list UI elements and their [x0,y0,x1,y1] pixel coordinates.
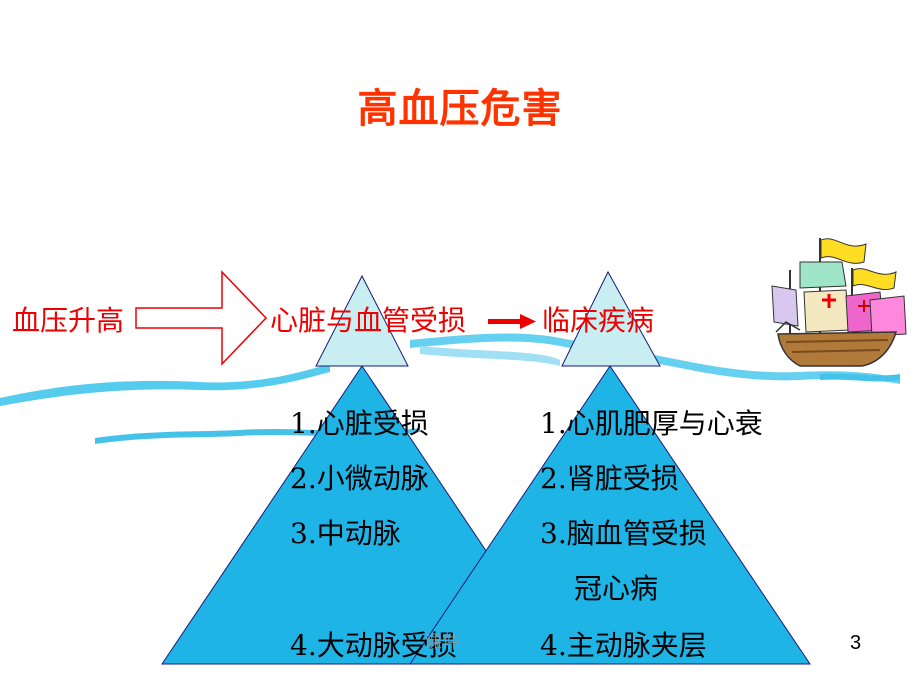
list-item: 1.心脏受损 [290,407,429,440]
page-number: 3 [850,632,862,654]
list-item: 2.肾脏受损 [540,462,679,495]
footer-watermark-text: 课件 [424,632,460,653]
flow-step-blood-pressure-rise: 血压升高 [12,304,125,337]
solid-arrow-icon [488,314,536,329]
list-item: 冠心病 [574,572,659,605]
list-item: 4.大动脉受损 [290,629,457,662]
sea-surface [0,333,900,444]
list-item: 3.脑血管受损 [540,517,707,550]
flow-step-organ-damage: 心脏与血管受损 [270,304,467,337]
list-item: 1.心肌肥厚与心衰 [540,407,763,440]
list-item: 2.小微动脉 [290,462,429,495]
list-item: 4.主动脉夹层 [540,629,707,662]
ship-icon [771,238,907,367]
hollow-arrow-icon [135,270,268,366]
right-iceberg [409,270,811,665]
flow-step-clinical-disease: 临床疾病 [542,304,655,337]
list-item: 3.中动脉 [290,517,401,550]
slide-title: 高血压危害 [357,86,563,132]
